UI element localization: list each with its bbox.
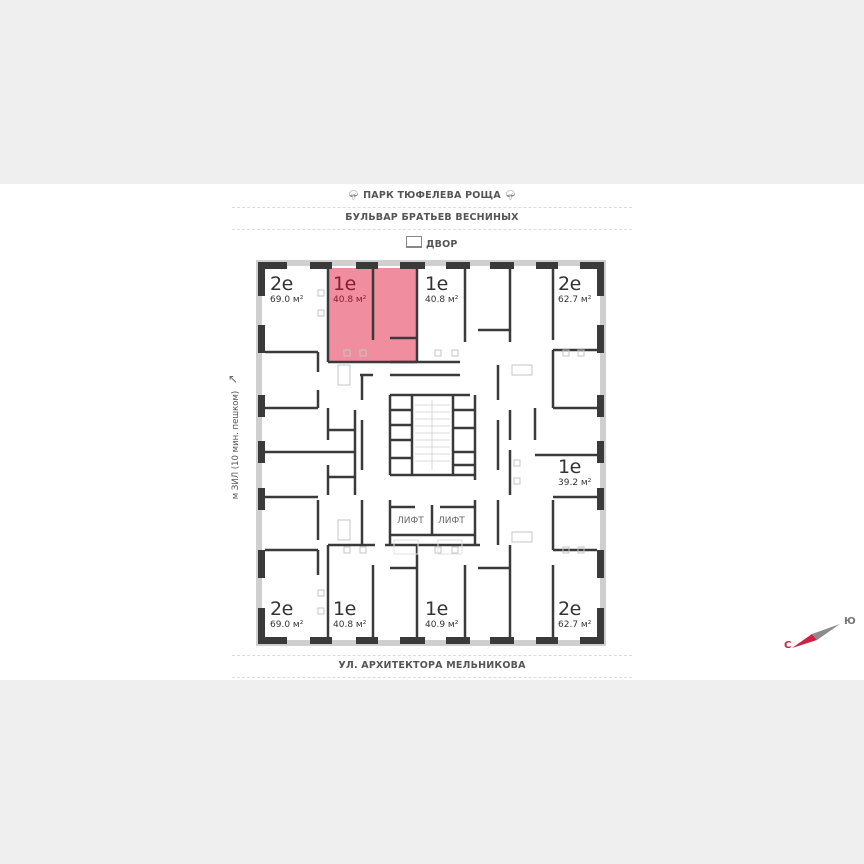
apartment-1e-selected[interactable]: 1е 40.8 м² [333, 275, 366, 306]
apartment-area: 40.8 м² [425, 295, 459, 305]
park-name: ПАРК ТЮФЕЛЕВА РОЩА [363, 190, 501, 201]
apartment-1e-right[interactable]: 1е 39.2 м² [558, 458, 591, 489]
apartment-area: 69.0 м² [270, 620, 304, 630]
apartment-area: 40.8 м² [333, 295, 367, 305]
metro-direction: м ЗИЛ (10 мин. пешком) ↖ [226, 370, 246, 520]
apartment-2e-top-right[interactable]: 2е 62.7 м² [558, 275, 591, 306]
boulevard-label: БУЛЬВАР БРАТЬЕВ ВЕСНИНЫХ [345, 212, 519, 223]
apartment-type: 2е [558, 273, 581, 295]
lift-label: ЛИФТ [438, 516, 465, 526]
apartment-area: 69.0 м² [270, 295, 304, 305]
park-label: 🌳︎ ПАРК ТЮФЕЛЕВА РОЩА 🌳︎ [0, 190, 864, 201]
apartment-type: 1е [558, 456, 581, 478]
divider [232, 655, 632, 656]
lift-label: ЛИФТ [397, 516, 424, 526]
apartment-2e-bottom-left[interactable]: 2е 69.0 м² [270, 600, 303, 631]
playground-icon [406, 236, 423, 248]
apartment-2e-top-left[interactable]: 2е 69.0 м² [270, 275, 303, 306]
apartment-type: 1е [425, 273, 448, 295]
compass-north-label: С [784, 640, 792, 651]
tree-icon: 🌳︎ [504, 190, 517, 201]
compass-needle-icon [792, 624, 840, 648]
apartment-type: 1е [333, 598, 356, 620]
apartment-area: 40.9 м² [425, 620, 459, 630]
street-label: УЛ. АРХИТЕКТОРА МЕЛЬНИКОВА [338, 660, 526, 671]
apartment-type: 1е [425, 598, 448, 620]
apartment-area: 39.2 м² [558, 478, 592, 488]
apartment-area: 62.7 м² [558, 620, 592, 630]
apartment-1e-top[interactable]: 1е 40.8 м² [425, 275, 458, 306]
divider [232, 677, 632, 678]
apartment-type: 2е [270, 273, 293, 295]
apartment-area: 40.8 м² [333, 620, 367, 630]
apartment-1e-bottom-left[interactable]: 1е 40.8 м² [333, 600, 366, 631]
apartment-2e-bottom-right[interactable]: 2е 62.7 м² [558, 600, 591, 631]
apartment-1e-bottom-right[interactable]: 1е 40.9 м² [425, 600, 458, 631]
tree-icon: 🌳︎ [347, 190, 360, 201]
apartment-type: 1е [333, 273, 356, 295]
apartment-type: 2е [558, 598, 581, 620]
yard-label: ДВОР [0, 236, 864, 250]
divider [232, 207, 632, 208]
apartment-type: 2е [270, 598, 293, 620]
yard-name: ДВОР [425, 239, 458, 250]
compass-south-label: Ю [844, 616, 856, 627]
divider [232, 229, 632, 230]
compass: С Ю [782, 616, 862, 658]
arrow-diagonal-icon: ↖ [228, 372, 239, 386]
apartment-area: 62.7 м² [558, 295, 592, 305]
